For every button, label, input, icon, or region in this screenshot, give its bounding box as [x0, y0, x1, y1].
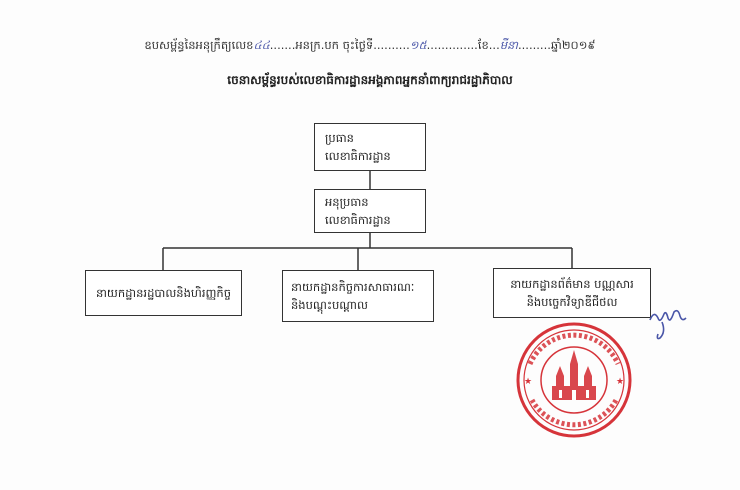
svg-text:★: ★ [524, 377, 532, 387]
box-admin-finance-department: នាយកដ្ឋានរដ្ឋបាលនិងហិរញ្ញកិច្ច [85, 270, 242, 316]
annex-middle: អនក្រ.បក ចុះថ្ងៃទី [295, 38, 374, 52]
box-information-archives-digital-department: នាយកដ្ឋានព័ត៌មាន បណ្ណសារ និងបច្ចេកវិទ្យា… [493, 268, 651, 318]
office-2-line-2: និងបណ្តុះបណ្តាល [291, 298, 368, 312]
svg-text:★: ★ [616, 377, 624, 387]
annex-day: ១៥ [409, 38, 427, 52]
office-1-line-1: នាយកដ្ឋានរដ្ឋបាលនិងហិរញ្ញកិច្ច [95, 286, 232, 300]
box-public-affairs-training-department: នាយកដ្ឋានកិច្ចការសាធារណៈ និងបណ្តុះបណ្តាល [282, 270, 434, 322]
office-3-line-2: និងបច្ចេកវិទ្យាឌីជីថល [526, 295, 618, 309]
annex-number: ៤៤ [253, 38, 270, 52]
box-secretariat-chief: ប្រធាន លេខាធិការដ្ឋាន [314, 123, 426, 171]
deputy-line-2: លេខាធិការដ្ឋាន [325, 213, 391, 227]
deputy-line-1: អនុប្រធាន [325, 195, 369, 209]
annex-year: ឆ្នាំ២០១៩ [550, 38, 596, 52]
document-title: ចេនាសម្ព័ន្ធរបស់លេខាធិការដ្ឋានអង្គភាពអ្ន… [227, 73, 513, 87]
chief-line-1: ប្រធាន [325, 131, 354, 145]
office-2-line-1: នាយកដ្ឋានកិច្ចការសាធារណៈ [291, 280, 415, 294]
annex-month: មីនា [499, 38, 518, 52]
chief-line-2: លេខាធិការដ្ឋាន [325, 149, 391, 163]
box-secretariat-deputy: អនុប្រធាន លេខាធិការដ្ឋាន [314, 189, 426, 233]
handwritten-signature [649, 309, 687, 340]
office-3-line-1: នាយកដ្ឋានព័ត៌មាន បណ្ណសារ [510, 277, 634, 291]
official-seal-stamp: ★ ★ [516, 322, 632, 438]
annex-reference-line: ឧបសម្ព័ន្ធនៃអនុក្រឹត្យលេខ៤៤.......អនក្រ.… [144, 38, 596, 52]
annex-prefix: ឧបសម្ព័ន្ធនៃអនុក្រឹត្យលេខ [144, 38, 254, 52]
annex-month-label: ខែ [477, 38, 489, 52]
